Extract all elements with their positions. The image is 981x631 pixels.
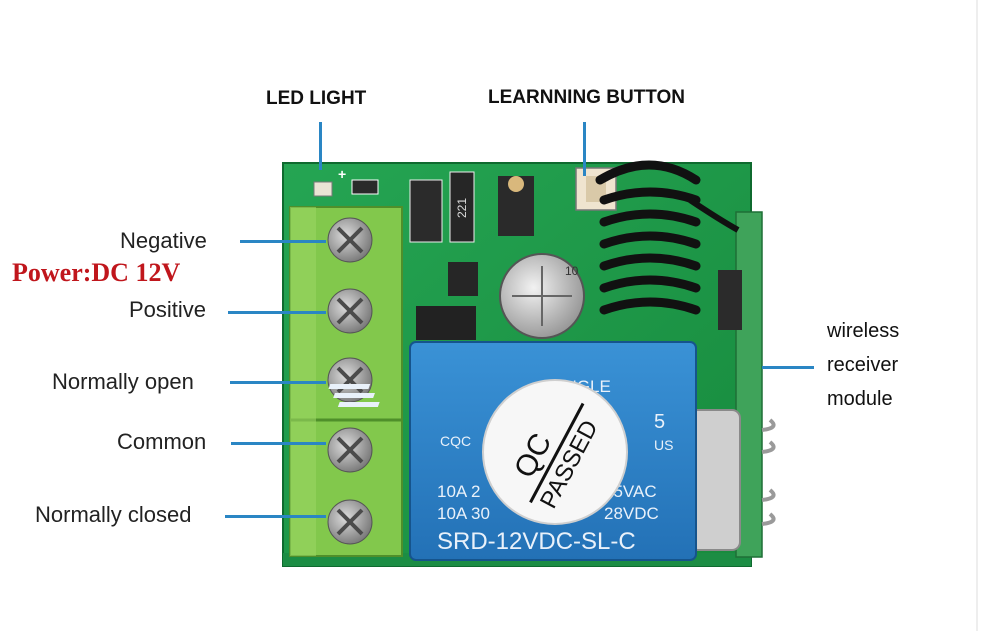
- label-wireless: wireless: [827, 320, 900, 342]
- plus-mark: +: [338, 166, 346, 182]
- transistor: [448, 262, 478, 296]
- leader-normally-closed: [225, 515, 326, 518]
- led: [313, 181, 333, 197]
- capacitor-mark: 10: [565, 264, 579, 278]
- relay-rating2-left: 10A 30: [437, 504, 490, 523]
- regulator-dome: [508, 176, 524, 192]
- label-led-light: LED LIGHT: [266, 88, 367, 109]
- page-edge-divider: [976, 0, 978, 631]
- relay-cqc: CQC: [440, 433, 471, 449]
- leader-negative: [240, 240, 326, 243]
- relay-pin5: 5: [654, 411, 665, 433]
- label-common: Common: [117, 429, 207, 454]
- smd-resistor: [351, 179, 379, 195]
- antenna-coil: [595, 160, 701, 315]
- relay-rating1-left: 10A 2: [437, 482, 481, 501]
- leader-normally-open: [230, 381, 326, 384]
- resistor-221: [449, 171, 475, 243]
- relay-model: SRD-12VDC-SL-C: [437, 528, 636, 555]
- crystal-can: [689, 409, 741, 551]
- wireless-module-chip: [718, 270, 742, 330]
- leader-led: [319, 122, 322, 170]
- wireless-module-board: [735, 211, 763, 558]
- diode: [409, 179, 443, 243]
- relay-rating2-right: 28VDC: [604, 504, 659, 523]
- label-receiver: receiver: [827, 354, 899, 376]
- antenna-wire: [688, 197, 740, 233]
- label-positive: Positive: [129, 297, 207, 322]
- label-normally-closed: Normally closed: [35, 502, 192, 527]
- resistor-code: 221: [455, 198, 469, 218]
- leader-learning-button: [583, 122, 586, 176]
- label-learning-button: LEARNNING BUTTON: [488, 87, 686, 108]
- label-negative: Negative: [120, 228, 207, 253]
- leader-positive: [228, 311, 326, 314]
- songle-logo: [328, 384, 380, 407]
- label-normally-open: Normally open: [52, 369, 194, 394]
- relay-us: US: [654, 437, 673, 453]
- leader-wireless-module: [762, 366, 814, 369]
- smd-diode-2: [416, 306, 476, 340]
- qc-sticker: [482, 379, 628, 525]
- leader-common: [231, 442, 326, 445]
- label-power-dc: Power:DC 12V: [12, 258, 181, 287]
- module-pins: [761, 418, 776, 526]
- label-module: module: [827, 388, 893, 410]
